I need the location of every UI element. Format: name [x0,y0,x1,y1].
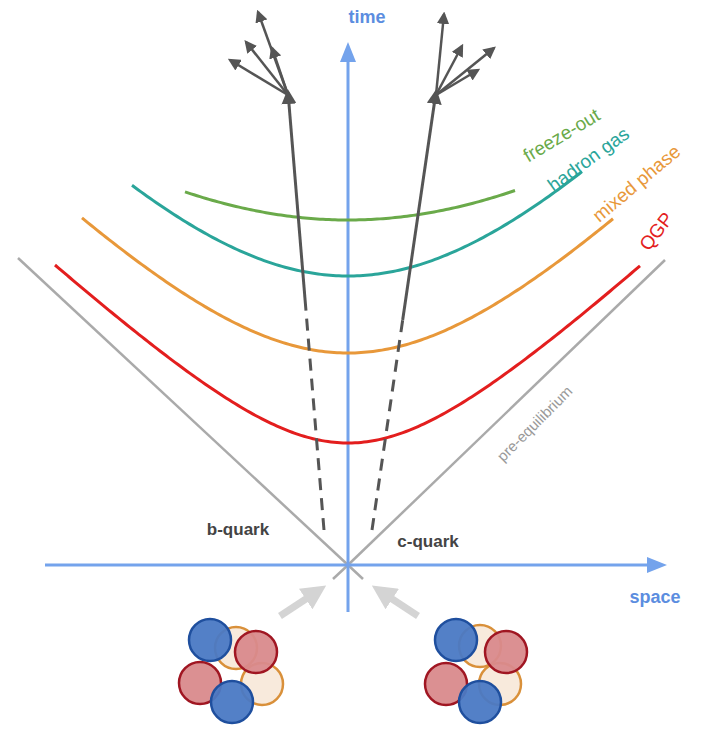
time-axis [347,60,350,612]
light-cone-line [18,258,348,565]
nucleon [435,619,477,661]
axis-arrowhead [340,42,356,62]
axis-label: space [629,588,680,608]
b-quark-track-dashed [305,300,324,530]
incoming-arrow [380,591,418,616]
light-cone-line [348,565,363,579]
nucleon [235,631,277,673]
axis-arrowhead [647,557,667,573]
light-cone-line [333,565,348,579]
jet-arrow [230,60,288,95]
cone-label: pre-equilibrium [494,383,576,465]
freeze-out-hyperbola [185,191,515,220]
jet-arrow [436,46,462,95]
light-cone-line [348,260,665,565]
axis-label: time [348,8,385,28]
mixed-phase-hyperbola [82,218,613,353]
jet-arrow [436,48,494,95]
quark-label: c-quark [397,533,458,552]
incoming-arrow [280,591,318,616]
hadron-gas-hyperbola [132,172,582,276]
nucleon [459,681,501,723]
jet-arrow [258,12,288,95]
nucleon [189,619,231,661]
phase-label: QGP [636,209,678,255]
nucleon [211,681,253,723]
c-quark-track-dashed [372,320,403,530]
c-quark-track [403,92,436,320]
nucleon [485,631,527,673]
jet-arrow [246,42,288,95]
quark-label: b-quark [207,521,269,540]
b-quark-track [288,92,305,300]
jet-arrow [272,48,288,95]
